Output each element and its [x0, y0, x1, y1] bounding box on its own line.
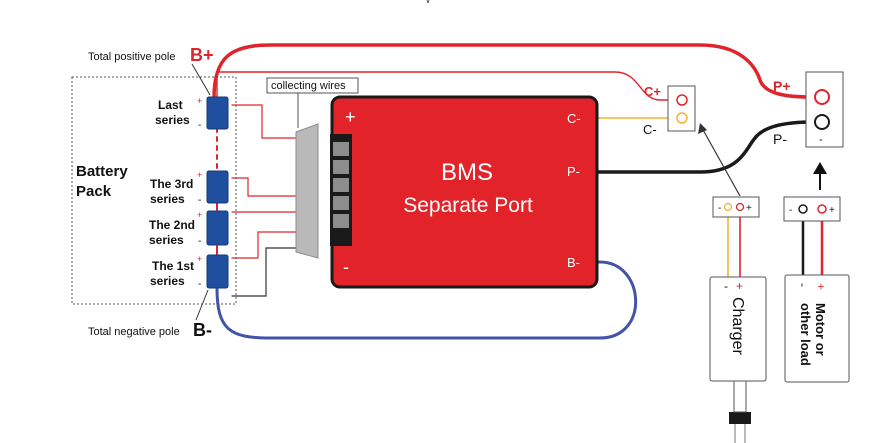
bms-board — [330, 95, 599, 289]
charger-connector-minus-terminal — [723, 202, 733, 212]
load-port-plus-label: P+ — [773, 78, 791, 94]
bms-connector-pin — [333, 214, 349, 228]
negative-pole-pointer — [195, 289, 209, 321]
cell-minus: - — [198, 120, 201, 131]
wire-bplus-to-cplus — [216, 71, 679, 101]
cell-plus: + — [197, 210, 202, 220]
bms-title: BMS — [441, 159, 493, 186]
charge-arrow-line — [701, 127, 741, 197]
cell-minus: - — [198, 279, 201, 290]
battery-pack-title-2: Pack — [76, 183, 112, 200]
cell-label-1: Last — [158, 98, 183, 112]
collecting-plug — [295, 123, 319, 259]
load-label-2: other load — [798, 303, 813, 366]
cell-label-1: The 3rd — [150, 177, 193, 191]
positive-pole-pointer — [191, 63, 211, 96]
load-connector-minus-terminal — [798, 204, 808, 214]
positive-pole-text: Total positive pole — [88, 51, 175, 63]
cell-plus: + — [197, 96, 202, 106]
cell-1st: The 1st series + - — [150, 254, 229, 290]
cell-minus: - — [198, 195, 201, 206]
charge-port-box — [667, 85, 696, 132]
bms-connector-pin — [333, 142, 349, 156]
bms-minus: - — [343, 257, 349, 277]
positive-pole-mark: B+ — [190, 45, 214, 65]
bms-port-b-label: B- — [567, 255, 580, 270]
charger-plug — [729, 412, 751, 424]
cell-body — [206, 96, 229, 130]
cell-label-2: series — [150, 274, 185, 288]
load-connector-plus: + — [829, 205, 835, 216]
cell-3rd: The 3rd series + - — [150, 170, 229, 206]
charger-minus: - — [724, 279, 728, 293]
wire-collect-1st-top — [231, 231, 297, 259]
charger-connector-plus-terminal — [735, 202, 745, 212]
load-connector-box — [783, 196, 841, 222]
bms-port-p-label: P- — [567, 164, 580, 179]
cell-label-2: series — [155, 113, 190, 127]
battery-pack-outline — [71, 76, 237, 305]
bms-port-c-label: C- — [567, 111, 581, 126]
battery-pack-title-1: Battery — [76, 163, 128, 180]
load-minus: - — [796, 283, 810, 287]
charger-plug-cable — [733, 380, 747, 413]
load-port-minus-terminal — [814, 114, 830, 130]
load-arrow-head — [813, 162, 827, 174]
cropped-glyph: v — [426, 0, 430, 5]
cell-last: Last series + - — [155, 96, 229, 131]
bms-connector-pin — [333, 160, 349, 174]
wire-collect-last — [231, 104, 297, 139]
bms-connector-pin — [333, 178, 349, 192]
cell-plus: + — [197, 254, 202, 264]
charge-port-minus-label: C- — [643, 122, 657, 137]
wires — [212, 43, 824, 340]
cell-body — [206, 170, 229, 204]
total-positive-pole: Total positive pole B+ — [88, 45, 214, 96]
cell-label-2: series — [149, 233, 184, 247]
charge-port-plus-label: C+ — [644, 84, 661, 99]
load-label-1: Motor or — [813, 303, 828, 356]
load-box — [784, 274, 850, 383]
load-plus: + — [814, 283, 828, 290]
load-connector-plus-terminal — [817, 204, 827, 214]
wire-collect-3rd — [231, 177, 297, 197]
negative-pole-mark: B- — [193, 320, 212, 340]
load-port-minus-sign: - — [819, 134, 823, 146]
cell-minus: - — [198, 236, 201, 247]
charge-port-minus-terminal — [676, 112, 688, 124]
charge-port-plus-terminal — [676, 94, 688, 106]
bms-connector-pin — [333, 196, 349, 210]
charger-plus: + — [736, 279, 743, 293]
wire-pminus — [596, 120, 814, 174]
cell-2nd: The 2nd series + - — [149, 210, 229, 247]
wire-bminus — [215, 260, 638, 340]
collecting-wires-label-box — [266, 77, 359, 94]
wire-bplus-to-pplus — [212, 43, 812, 100]
total-negative-pole: Total negative pole B- — [88, 289, 212, 340]
cell-label-1: The 1st — [152, 259, 194, 273]
negative-pole-text: Total negative pole — [88, 326, 180, 338]
bms-subtitle: Separate Port — [403, 194, 533, 217]
cell-label-2: series — [150, 192, 185, 206]
cell-body — [206, 210, 229, 246]
wire-collect-1st-bottom — [231, 247, 297, 297]
charger-connector-plus: + — [746, 203, 752, 214]
cell-label-1: The 2nd — [149, 218, 195, 232]
charger-connector-minus: - — [718, 203, 721, 214]
charge-arrow-head — [698, 123, 707, 134]
cell-plus: + — [197, 170, 202, 180]
load-connector-minus: - — [789, 205, 792, 216]
bms-plus: + — [345, 107, 356, 127]
load-port-plus-terminal — [814, 89, 830, 105]
load-port-box — [805, 71, 844, 148]
load-port-minus-label: P- — [773, 131, 787, 147]
charger-label: Charger — [729, 297, 746, 355]
collecting-wires-label: collecting wires — [271, 80, 346, 92]
cell-body — [206, 254, 229, 289]
